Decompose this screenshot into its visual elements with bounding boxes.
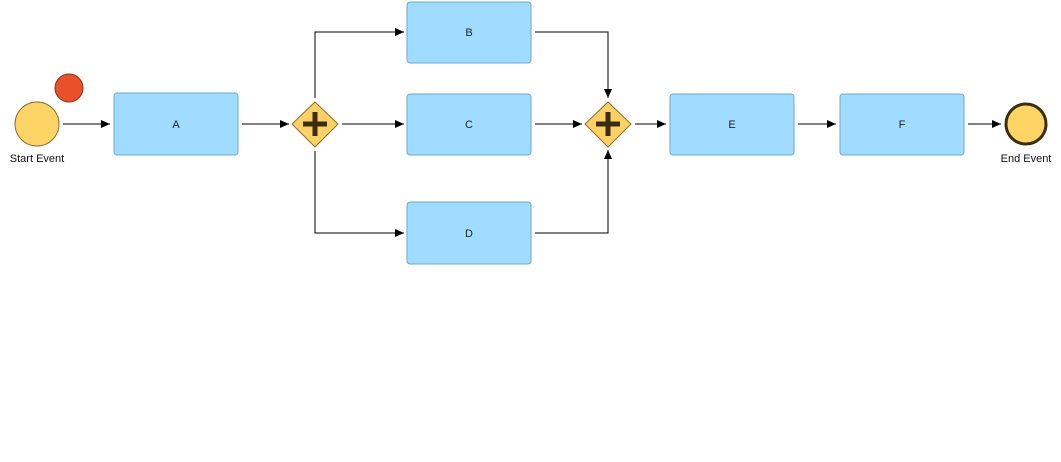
end-event-label: End Event [1001, 153, 1052, 165]
task-d-box[interactable] [406, 201, 532, 265]
sequence-flows [63, 28, 1001, 237]
plus-icon [596, 112, 620, 136]
task-e[interactable]: E [669, 93, 795, 156]
task-c-label: C [465, 119, 473, 131]
end-event-circle[interactable] [1004, 102, 1048, 146]
task-f-label: F [899, 119, 906, 131]
flow-b-to-join[interactable] [535, 31, 612, 98]
plus-icon [303, 112, 327, 136]
task-b-label: B [465, 27, 472, 39]
task-b-box[interactable] [406, 1, 532, 64]
parallel-gateway-join[interactable] [584, 101, 632, 148]
start-event-label: Start Event [10, 153, 64, 165]
task-f[interactable]: F [839, 93, 965, 156]
start-event-circle[interactable] [14, 101, 60, 147]
start-event[interactable]: Start Event [10, 101, 64, 165]
task-b[interactable]: B [406, 1, 532, 64]
parallel-gateway-split[interactable] [291, 101, 339, 148]
task-c[interactable]: C [406, 93, 532, 156]
task-a[interactable]: A [113, 92, 239, 156]
flow-split-to-d[interactable] [314, 151, 404, 237]
end-event[interactable]: End Event [1001, 102, 1052, 165]
red-circle-icon[interactable] [54, 73, 84, 103]
flow-d-to-join[interactable] [535, 150, 612, 234]
task-a-label: A [172, 119, 180, 131]
task-c-box[interactable] [406, 93, 532, 156]
task-e-label: E [728, 119, 735, 131]
task-f-box[interactable] [839, 93, 965, 156]
task-d-label: D [465, 228, 473, 240]
task-e-box[interactable] [669, 93, 795, 156]
task-a-box[interactable] [113, 92, 239, 156]
flow-split-to-b[interactable] [314, 28, 404, 98]
task-d[interactable]: D [406, 201, 532, 265]
